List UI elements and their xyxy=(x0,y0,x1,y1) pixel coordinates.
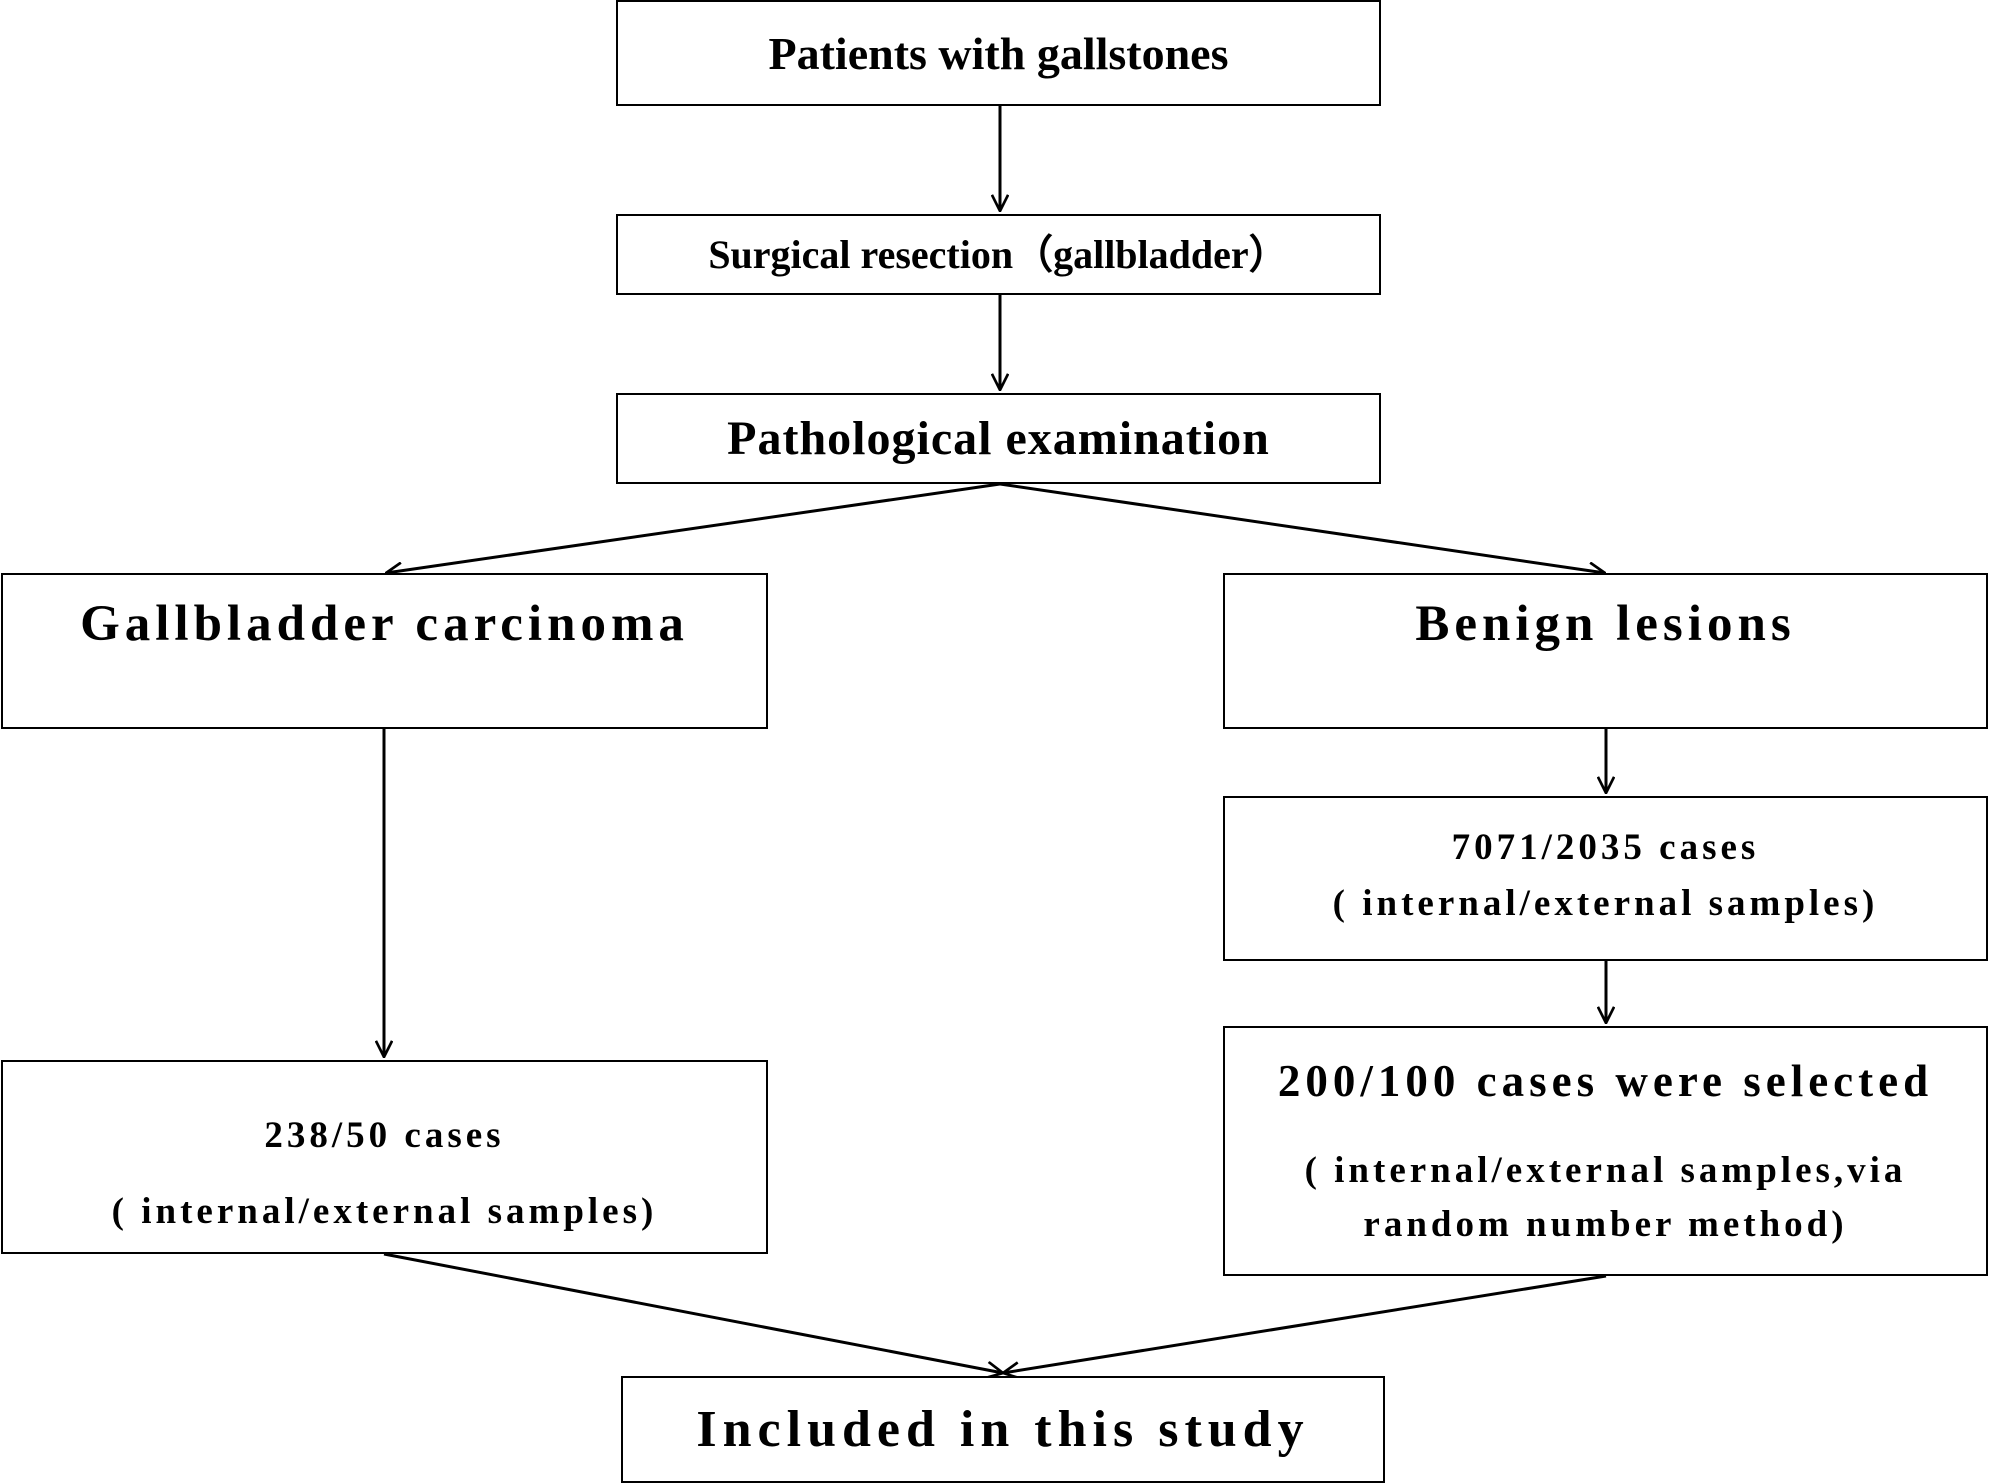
node-gallbladder-carcinoma: Gallbladder carcinoma xyxy=(1,573,768,729)
node-benign-lesions: Benign lesions xyxy=(1223,573,1988,729)
node-patients-with-gallstones: Patients with gallstones xyxy=(616,0,1381,106)
node-label: Included in this study xyxy=(696,1401,1310,1458)
node-carcinoma-case-counts: 238/50 cases ( internal/external samples… xyxy=(1,1060,768,1254)
node-label-line-3: random number method) xyxy=(1363,1204,1848,1245)
node-label-line-1: 238/50 cases xyxy=(264,1115,505,1156)
node-label-line-2: ( internal/external samples,via xyxy=(1304,1150,1907,1191)
node-surgical-resection: Surgical resection（gallbladder） xyxy=(616,214,1381,295)
arrow-selected-to-included xyxy=(1003,1274,1607,1373)
arrow-carcinoma-cases-to-included xyxy=(383,1252,1003,1373)
node-label: Benign lesions xyxy=(1415,596,1796,652)
node-label-line-1: 200/100 cases were selected xyxy=(1277,1056,1934,1106)
arrow-pathological-to-carcinoma xyxy=(386,482,1001,573)
node-included-in-study: Included in this study xyxy=(621,1376,1385,1483)
node-label: Surgical resection（gallbladder） xyxy=(708,232,1289,277)
node-label-line-2: ( internal/external samples) xyxy=(111,1191,658,1232)
node-label-line-2: ( internal/external samples) xyxy=(1332,883,1879,924)
arrow-pathological-to-benign xyxy=(999,482,1605,573)
node-label: Gallbladder carcinoma xyxy=(80,596,689,652)
node-label: Pathological examination xyxy=(727,412,1270,465)
node-benign-case-counts: 7071/2035 cases ( internal/external samp… xyxy=(1223,796,1988,961)
node-label: Patients with gallstones xyxy=(768,28,1229,79)
node-label-line-1: 7071/2035 cases xyxy=(1451,827,1760,868)
node-selected-benign-cases: 200/100 cases were selected ( internal/e… xyxy=(1223,1026,1988,1276)
node-pathological-examination: Pathological examination xyxy=(616,393,1381,484)
